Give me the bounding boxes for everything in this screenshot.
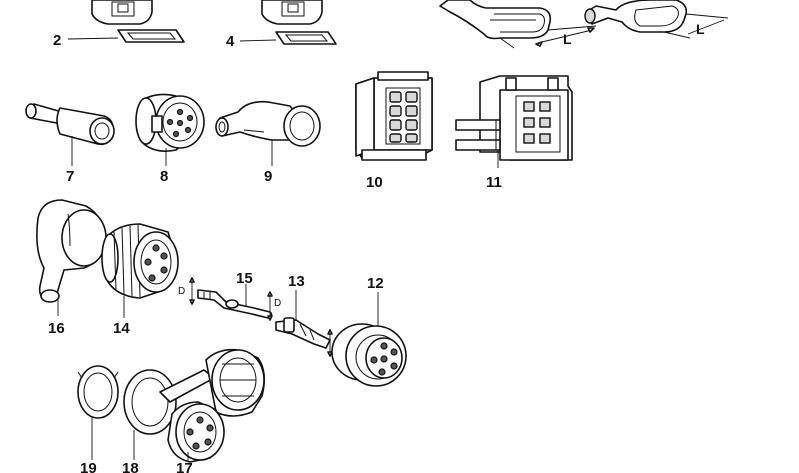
callout-18: 18 <box>122 460 139 473</box>
callout-2: 2 <box>53 32 61 49</box>
callout-19: 19 <box>80 460 97 473</box>
housing-part-11 <box>455 75 573 168</box>
callout-17: 17 <box>176 460 193 473</box>
callout-8: 8 <box>160 168 168 185</box>
boot-short <box>584 0 688 33</box>
callout-10: 10 <box>366 174 383 191</box>
dimension-l-left <box>499 25 597 49</box>
dimension-l-right <box>663 13 729 39</box>
dimension-label-l-left: L <box>563 31 572 47</box>
dimension-label-d-13: D <box>274 298 281 309</box>
callout-7: 7 <box>66 168 74 185</box>
angled-boot-part-16 <box>36 199 107 316</box>
dimension-label-l-right: L <box>696 21 705 37</box>
callout-9: 9 <box>264 168 272 185</box>
boot-long <box>439 0 552 40</box>
round-connector-part-8 <box>135 93 205 166</box>
pin-contact-part-15 <box>189 277 273 319</box>
callout-12: 12 <box>367 275 384 292</box>
panel-connector-part-17 <box>159 348 266 463</box>
callout-11: 11 <box>486 174 502 191</box>
housing-part-10 <box>355 71 433 161</box>
gasket-ring-part-18 <box>123 369 177 460</box>
callout-14: 14 <box>113 320 130 337</box>
gasket-part-2 <box>67 29 185 43</box>
callout-13: 13 <box>288 273 305 290</box>
housing-part-1 <box>91 0 153 25</box>
socket-contact-part-13 <box>267 290 333 357</box>
gasket-part-4 <box>239 31 337 45</box>
callout-15: 15 <box>236 270 253 287</box>
callout-4: 4 <box>226 33 235 50</box>
panel-socket-part-12 <box>331 292 407 387</box>
housing-part-3 <box>261 0 323 25</box>
locking-ring-part-19 <box>77 365 119 460</box>
sleeve-part-7 <box>25 103 115 166</box>
callout-16: 16 <box>48 320 65 337</box>
angled-boot-part-9 <box>215 100 321 166</box>
dimension-label-d-15: D <box>178 286 185 297</box>
round-plug-part-14 <box>101 223 179 318</box>
